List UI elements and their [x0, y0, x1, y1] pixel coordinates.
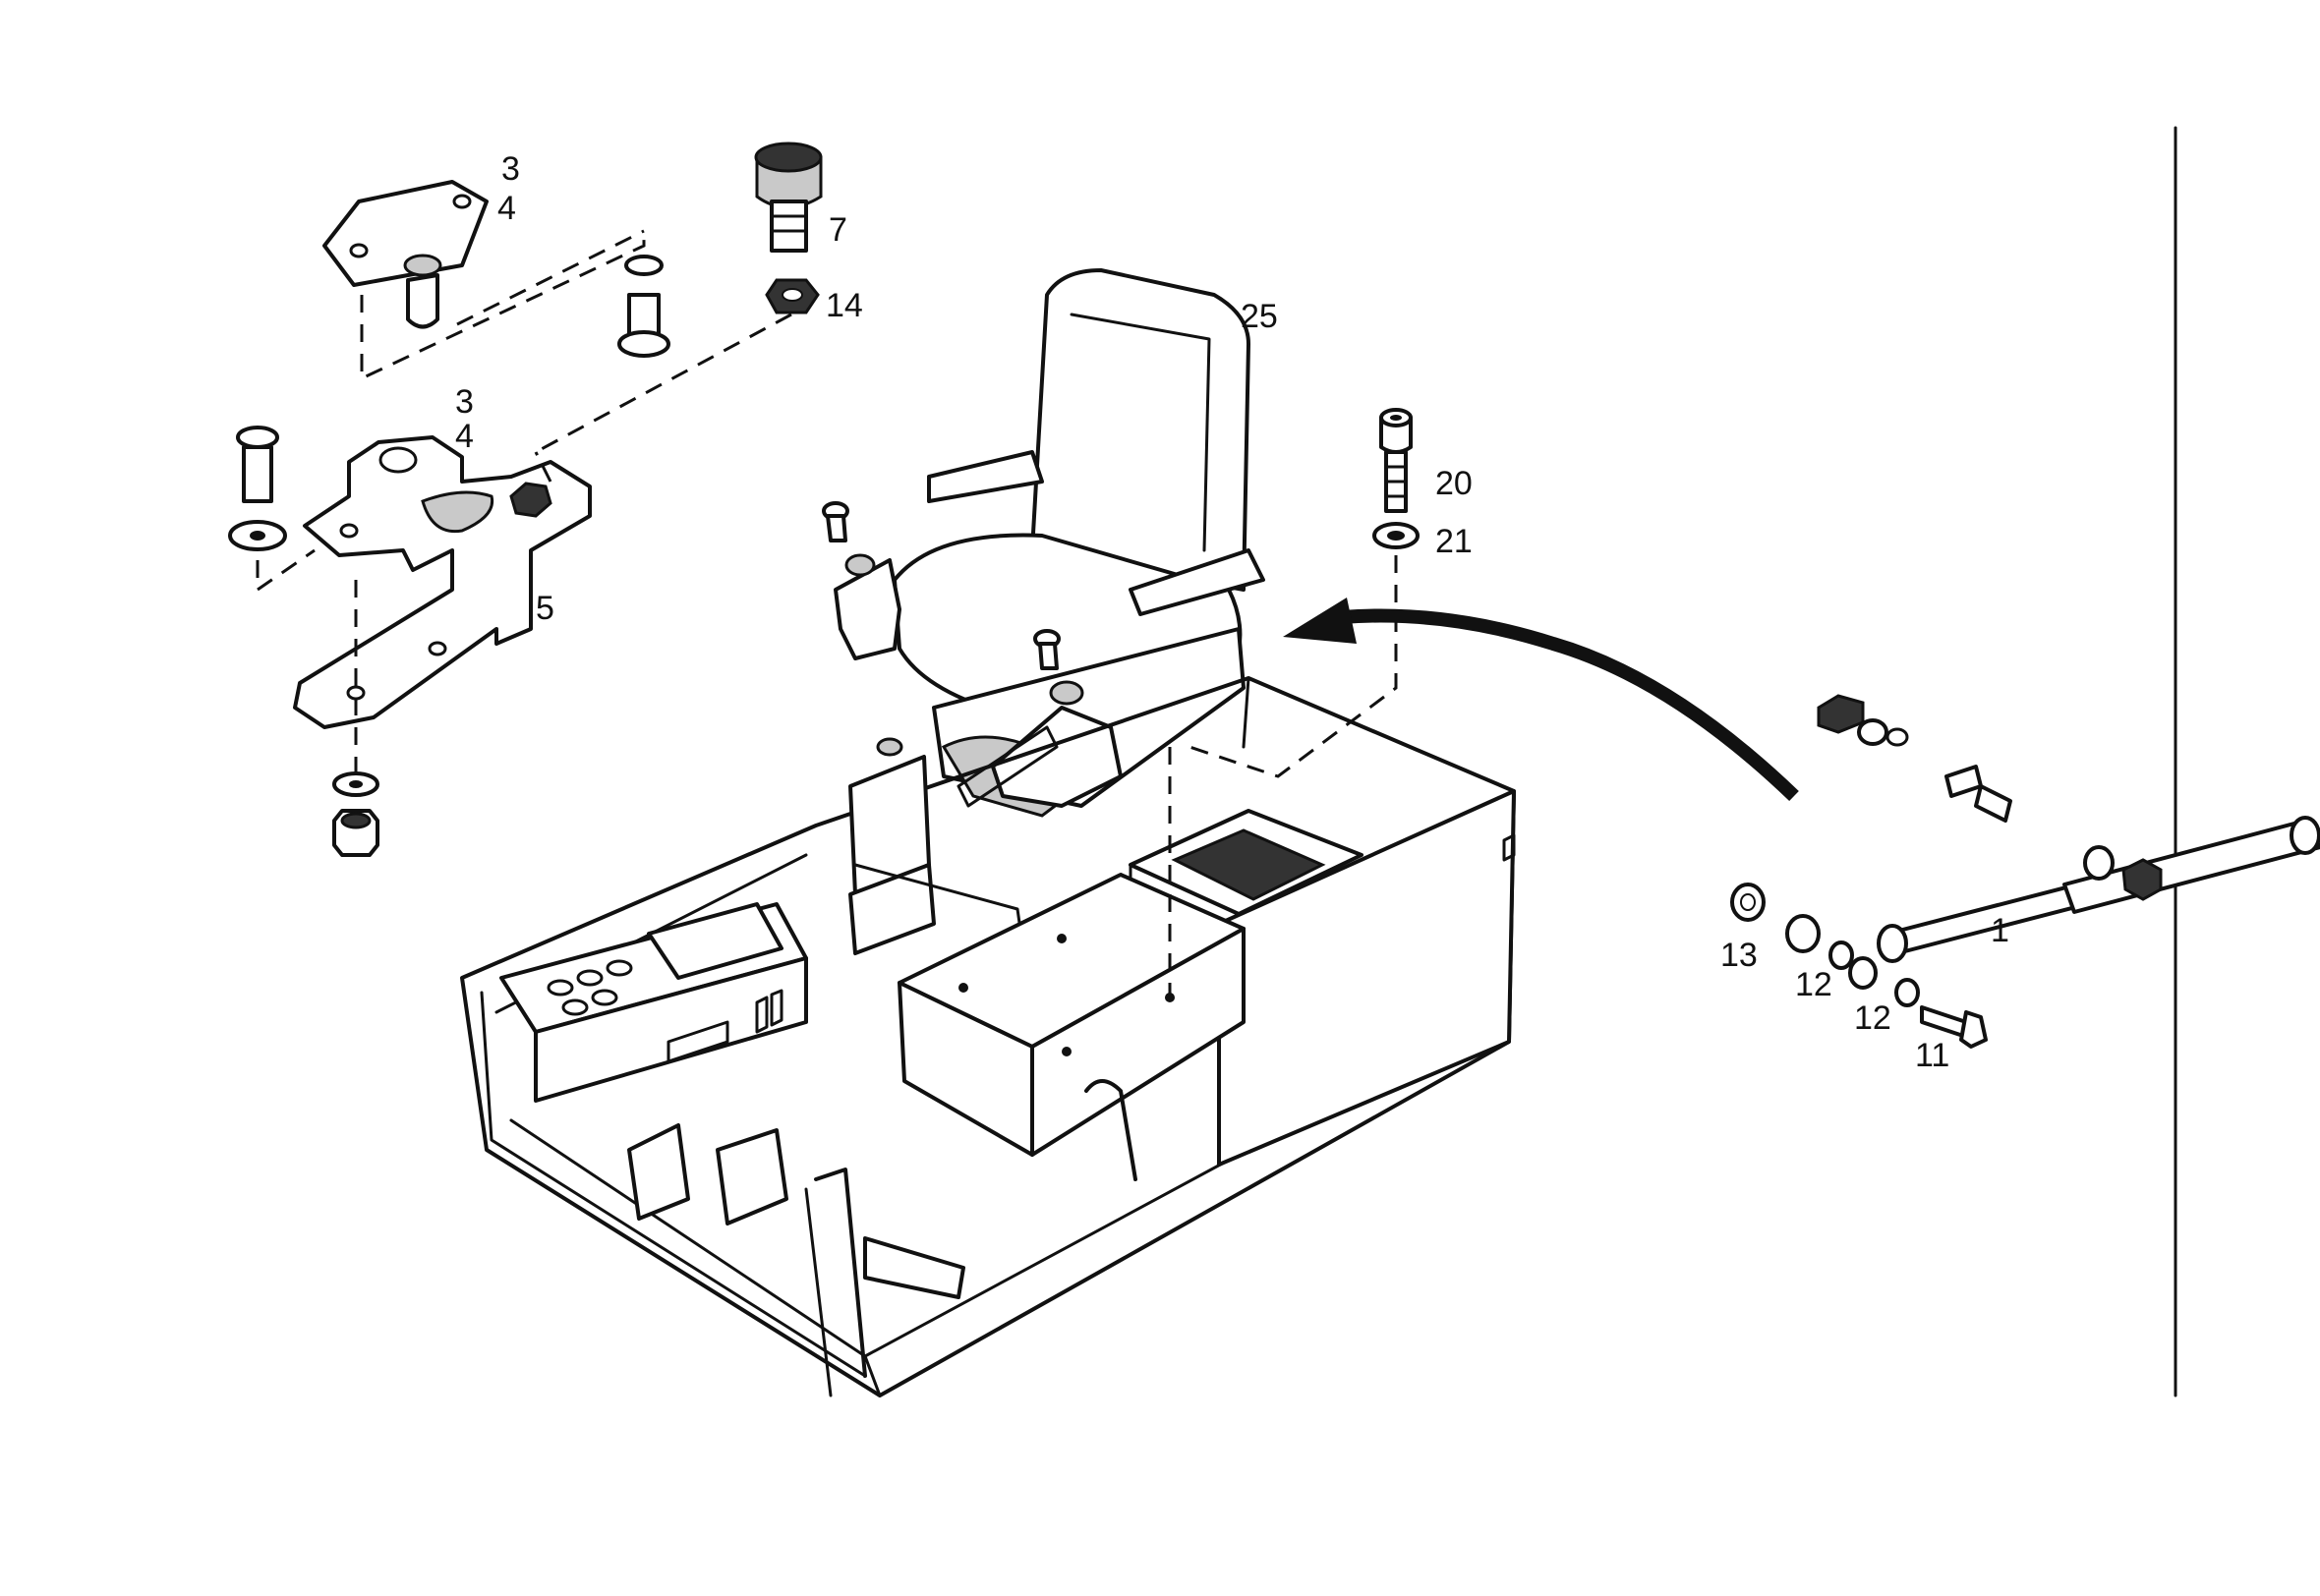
- washer-part-21: [1372, 522, 1420, 549]
- floor-cover-plate: [898, 873, 1246, 1157]
- bolt-part-20: [1379, 408, 1413, 513]
- bolt-left: [228, 426, 287, 551]
- callout-4-top: 4: [497, 190, 516, 227]
- strut-fittings-right: [2083, 845, 2163, 901]
- knob-part-7: [754, 142, 823, 253]
- dashboard-control-panel: [499, 902, 808, 1103]
- callout-12-a: 12: [1795, 966, 1832, 1003]
- small-washer-and-bolt: [617, 255, 670, 358]
- callout-14: 14: [826, 287, 863, 324]
- seat-base-console: [848, 737, 1024, 955]
- washer-part-12: [1828, 940, 1920, 1007]
- nut-part-13: [1730, 883, 1821, 953]
- callout-13: 13: [1720, 937, 1758, 974]
- left-joystick: [822, 501, 901, 660]
- dash-guide-nut: [534, 451, 552, 483]
- dash-guide-left: [256, 548, 316, 593]
- pedals-assembly: [627, 1123, 965, 1299]
- gas-strut-part-1: [1877, 816, 2320, 963]
- callout-4-mid: 4: [455, 418, 474, 455]
- transfer-arrow-head: [1283, 598, 1357, 644]
- door-frame: [804, 1168, 867, 1397]
- dash-guide-upper-2: [456, 229, 645, 326]
- handrail: [1084, 1079, 1137, 1181]
- callout-1: 1: [1991, 912, 2009, 949]
- callout-20: 20: [1435, 465, 1473, 502]
- dash-guide-upper: [360, 231, 646, 381]
- callout-11: 11: [1915, 1037, 1949, 1074]
- callout-7: 7: [829, 211, 847, 249]
- nut-part-14: [765, 278, 820, 314]
- callout-12-b: 12: [1854, 999, 1891, 1037]
- callout-3-mid: 3: [455, 383, 474, 421]
- transfer-arrow: [1341, 608, 1799, 802]
- callout-3-top: 3: [501, 150, 520, 188]
- bolt-part-11: [1920, 1005, 1988, 1049]
- strut-fittings-top: [1817, 694, 2012, 823]
- upper-bracket-plate: [322, 180, 489, 329]
- callout-5: 5: [536, 590, 554, 627]
- callout-21: 21: [1435, 523, 1473, 560]
- mounting-bracket-part-5: [293, 435, 592, 729]
- washer-and-nut-lower: [332, 771, 379, 857]
- callout-25: 25: [1241, 298, 1278, 335]
- dash-guide-knob: [535, 313, 792, 454]
